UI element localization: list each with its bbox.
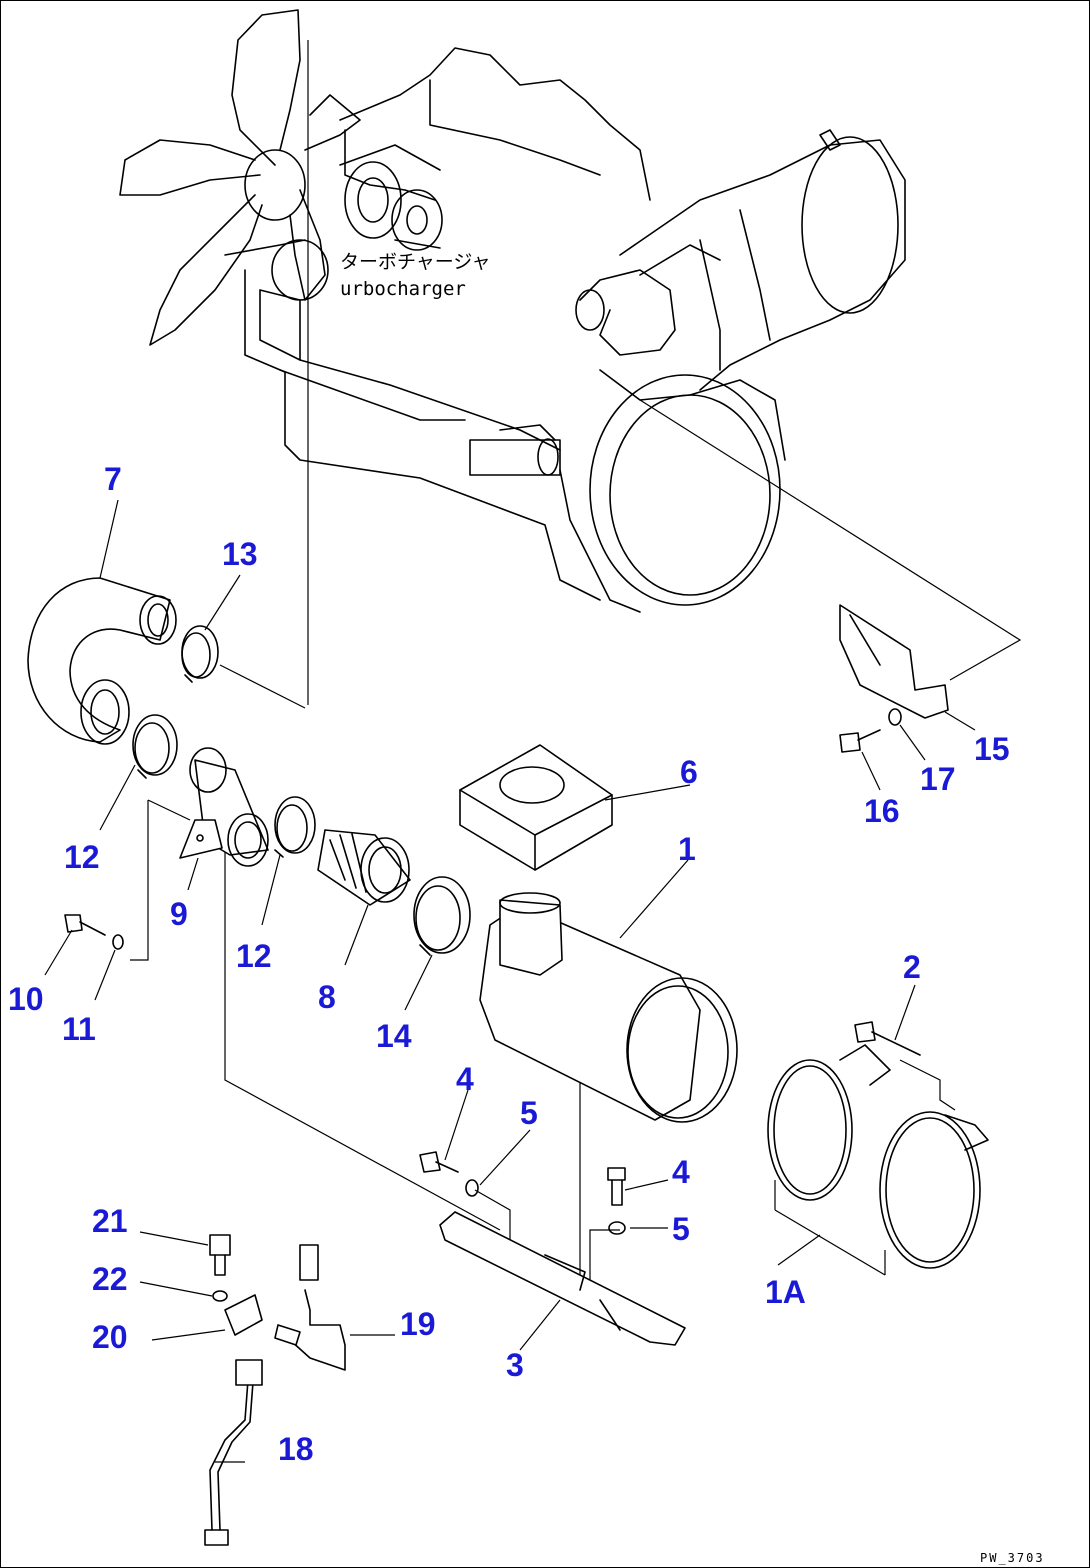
engine-block <box>119 9 906 705</box>
callout-13: 13 <box>222 536 258 572</box>
callout-5-a: 5 <box>520 1095 538 1131</box>
callout-15: 15 <box>974 731 1010 767</box>
callout-numbers: 7 13 12 9 10 11 12 8 14 6 1 2 1A 4 5 4 5… <box>8 461 1010 1467</box>
callout-10: 10 <box>8 981 44 1017</box>
part-13-clamp <box>181 625 219 683</box>
callout-18: 18 <box>278 1431 314 1467</box>
part-6-cover <box>459 744 613 871</box>
callout-12-upper: 12 <box>64 839 100 875</box>
part-9-tube-bracket <box>179 747 269 867</box>
callout-11: 11 <box>62 1011 96 1047</box>
part-15-bracket <box>839 604 949 719</box>
callout-8: 8 <box>318 979 336 1015</box>
callout-14: 14 <box>376 1018 412 1054</box>
flywheel-housing <box>559 369 786 613</box>
part-1-air-cleaner <box>479 892 738 1123</box>
callout-4-a: 4 <box>456 1061 474 1097</box>
callout-3: 3 <box>506 1347 524 1383</box>
part-21-screw <box>209 1234 231 1276</box>
part-12-clamp-lower <box>274 796 316 858</box>
part-5-washer-a <box>465 1179 479 1197</box>
part-16-bolt <box>839 729 881 753</box>
callout-12-lower: 12 <box>236 938 272 974</box>
part-19-sensor-harness <box>274 1244 346 1371</box>
part-4-bolt-b <box>607 1167 626 1206</box>
callout-17: 17 <box>920 761 956 797</box>
cooling-fan <box>119 9 361 346</box>
callout-5-b: 5 <box>672 1211 690 1247</box>
callout-20: 20 <box>92 1319 128 1355</box>
part-12-clamp-upper <box>132 714 178 779</box>
turbocharger-label-jp: ターボチャージャ <box>340 251 490 273</box>
part-sensor-body <box>235 1359 263 1386</box>
drawing-code: PW_3703 <box>980 1551 1045 1565</box>
part-2-bolt <box>854 1021 921 1056</box>
part-18-harness <box>204 1379 254 1546</box>
part-4-bolt-a <box>419 1151 459 1173</box>
part-20-clip <box>224 1294 263 1336</box>
callout-2: 2 <box>903 949 921 985</box>
callout-21: 21 <box>92 1203 128 1239</box>
part-10-bolt <box>64 914 106 936</box>
assembly-lines <box>130 399 1022 1300</box>
callout-6: 6 <box>680 754 698 790</box>
callout-1A: 1A <box>765 1274 806 1310</box>
part-14-clamp <box>413 876 471 956</box>
callout-4-b: 4 <box>672 1154 690 1190</box>
part-5-washer-b <box>608 1221 626 1235</box>
callout-16: 16 <box>864 793 900 829</box>
callout-7: 7 <box>104 461 122 497</box>
callout-1: 1 <box>678 831 696 867</box>
turbocharger-label-en: urbocharger <box>340 278 466 300</box>
part-3-bracket <box>439 1211 686 1346</box>
callout-19: 19 <box>400 1306 436 1342</box>
engine-air-intake <box>575 129 906 391</box>
turbocharger <box>339 144 443 251</box>
part-7-hose <box>27 577 177 745</box>
part-17-washer <box>888 708 902 726</box>
callout-22: 22 <box>92 1261 128 1297</box>
part-22-washer <box>212 1290 228 1302</box>
part-11-washer <box>112 934 124 950</box>
part-8-bellows-hose <box>317 829 411 906</box>
part-1A-mounting-bands <box>767 1044 989 1269</box>
callout-9: 9 <box>170 896 188 932</box>
callout-leaders <box>44 499 976 1463</box>
